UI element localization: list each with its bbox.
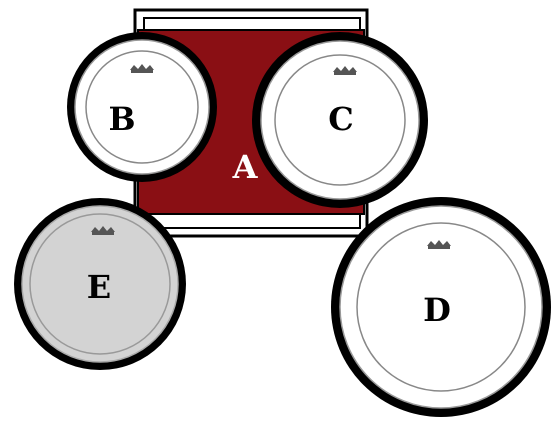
small-tom: B: [67, 32, 217, 182]
snare-label: E: [87, 268, 111, 306]
small-tom-label: B: [108, 100, 135, 138]
floor-tom: D: [331, 197, 551, 417]
large-tom: C: [252, 32, 428, 208]
large-tom-label: C: [328, 100, 353, 138]
floor-tom-label: D: [423, 291, 451, 329]
snare-drum: E: [14, 198, 186, 370]
kick-label: A: [232, 148, 259, 186]
